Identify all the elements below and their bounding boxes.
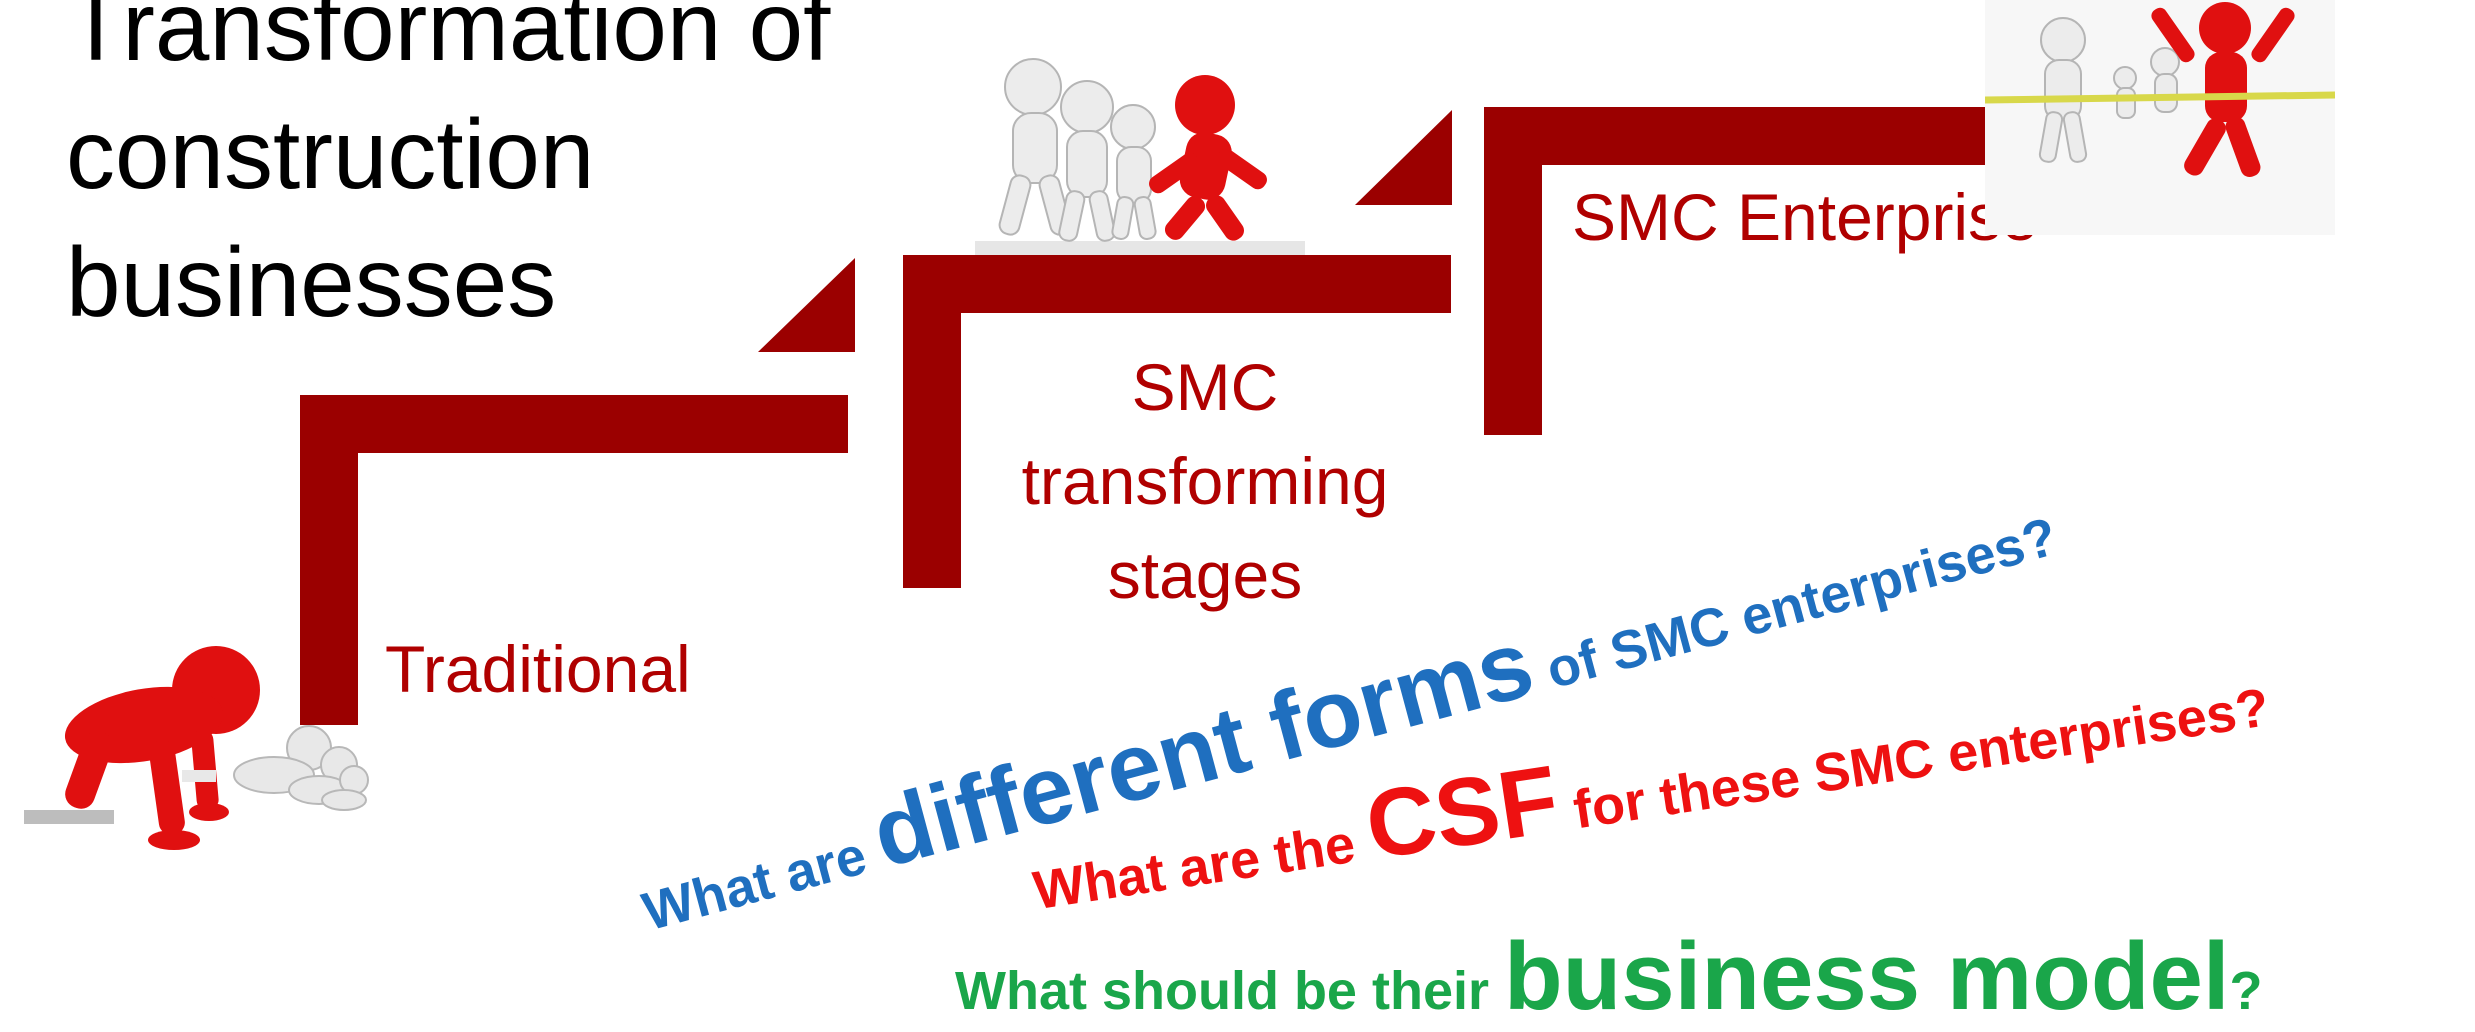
title-line-1: Transformation of — [66, 0, 831, 81]
question-model-prefix: What should be their — [955, 961, 1504, 1021]
stair-step-transforming — [903, 110, 1452, 588]
question-model-suffix: ? — [2229, 961, 2263, 1021]
stage-label-traditional: Traditional — [385, 632, 691, 706]
finish-line-winner-illustration — [1985, 0, 2335, 235]
stair-step-enterprise — [1484, 107, 2034, 435]
stage-label-transforming: SMC transforming stages — [990, 340, 1420, 622]
stair-arrow-2 — [1355, 110, 1452, 205]
title-line-2: construction — [66, 99, 595, 209]
running-figures-illustration — [975, 58, 1305, 255]
stage-transforming-line-2: transforming — [1021, 444, 1389, 518]
stair-arrow-1 — [758, 258, 855, 352]
question-business-model: What should be their business model? — [955, 922, 2263, 1032]
stage-label-enterprise: SMC Enterprise — [1572, 180, 2038, 254]
stair-step-traditional — [300, 258, 855, 725]
stage-transforming-line-1: SMC — [1131, 350, 1279, 424]
stage-transforming-line-3: stages — [1107, 538, 1303, 612]
question-model-highlight: business model — [1504, 923, 2230, 1030]
page-title: Transformation of construction businesse… — [66, 0, 830, 346]
title-line-3: businesses — [66, 227, 557, 337]
crouching-runners-illustration — [24, 646, 369, 850]
